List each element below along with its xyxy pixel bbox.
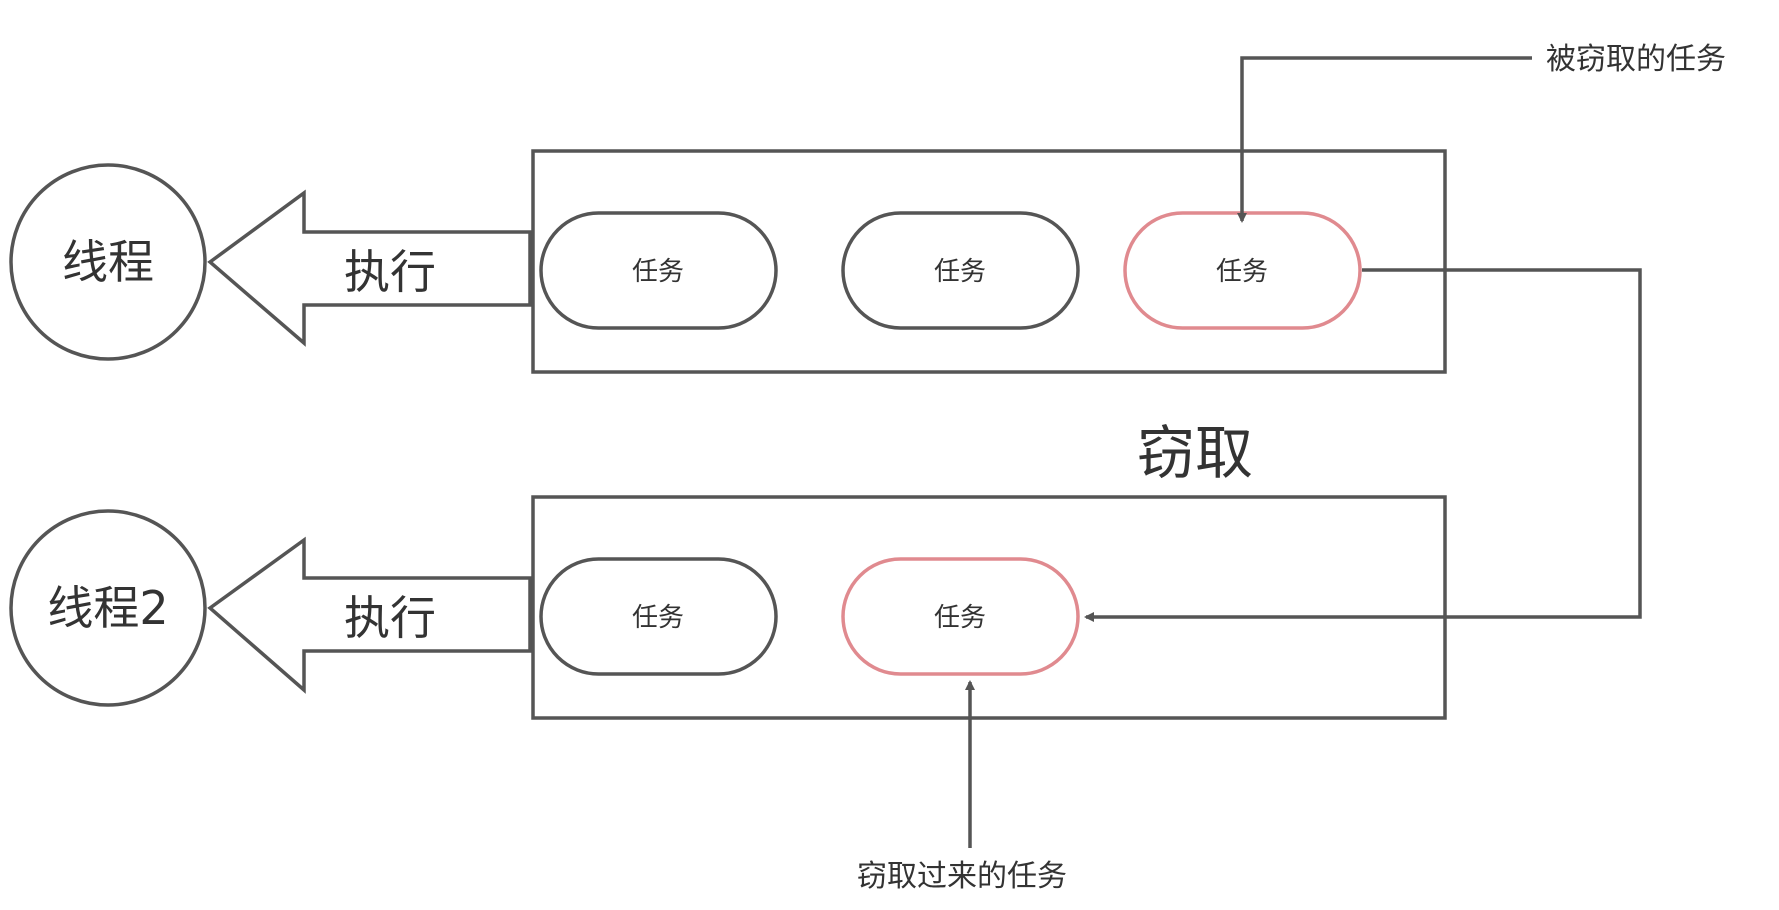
thread-1-task-1: 任务 <box>539 211 778 330</box>
stolen-from-callout-line <box>1237 56 1532 223</box>
thread-1-task-2: 任务 <box>841 211 1080 330</box>
thread-2-circle <box>9 509 207 707</box>
thread-2-execute-arrow <box>207 536 532 694</box>
thread-2-execute-label: 执行 <box>344 591 436 645</box>
thread-2-task-2-stolen: 任务 <box>841 557 1080 676</box>
stolen-from-label: 被窃取的任务 <box>1546 42 1726 77</box>
task-label: 任务 <box>934 603 986 633</box>
thread-1-execute-arrow <box>207 189 532 347</box>
task-label: 任务 <box>632 257 684 287</box>
thread-1-queue <box>531 149 1447 374</box>
thread-1-task-3-stolen: 任务 <box>1123 211 1362 330</box>
thread-2-label: 线程2 <box>47 581 168 635</box>
steal-connector-line <box>1084 268 1642 622</box>
thread-2-queue <box>531 495 1447 720</box>
thread-1-label: 线程 <box>62 235 154 289</box>
stolen-to-label: 窃取过来的任务 <box>857 859 1067 894</box>
task-label: 任务 <box>934 257 986 287</box>
task-label: 任务 <box>632 603 684 633</box>
task-label: 任务 <box>1216 257 1268 287</box>
thread-1-circle <box>9 163 207 361</box>
thread-1-execute-label: 执行 <box>344 245 436 299</box>
steal-label: 窃取 <box>1137 419 1253 487</box>
thread-2-task-1: 任务 <box>539 557 778 676</box>
